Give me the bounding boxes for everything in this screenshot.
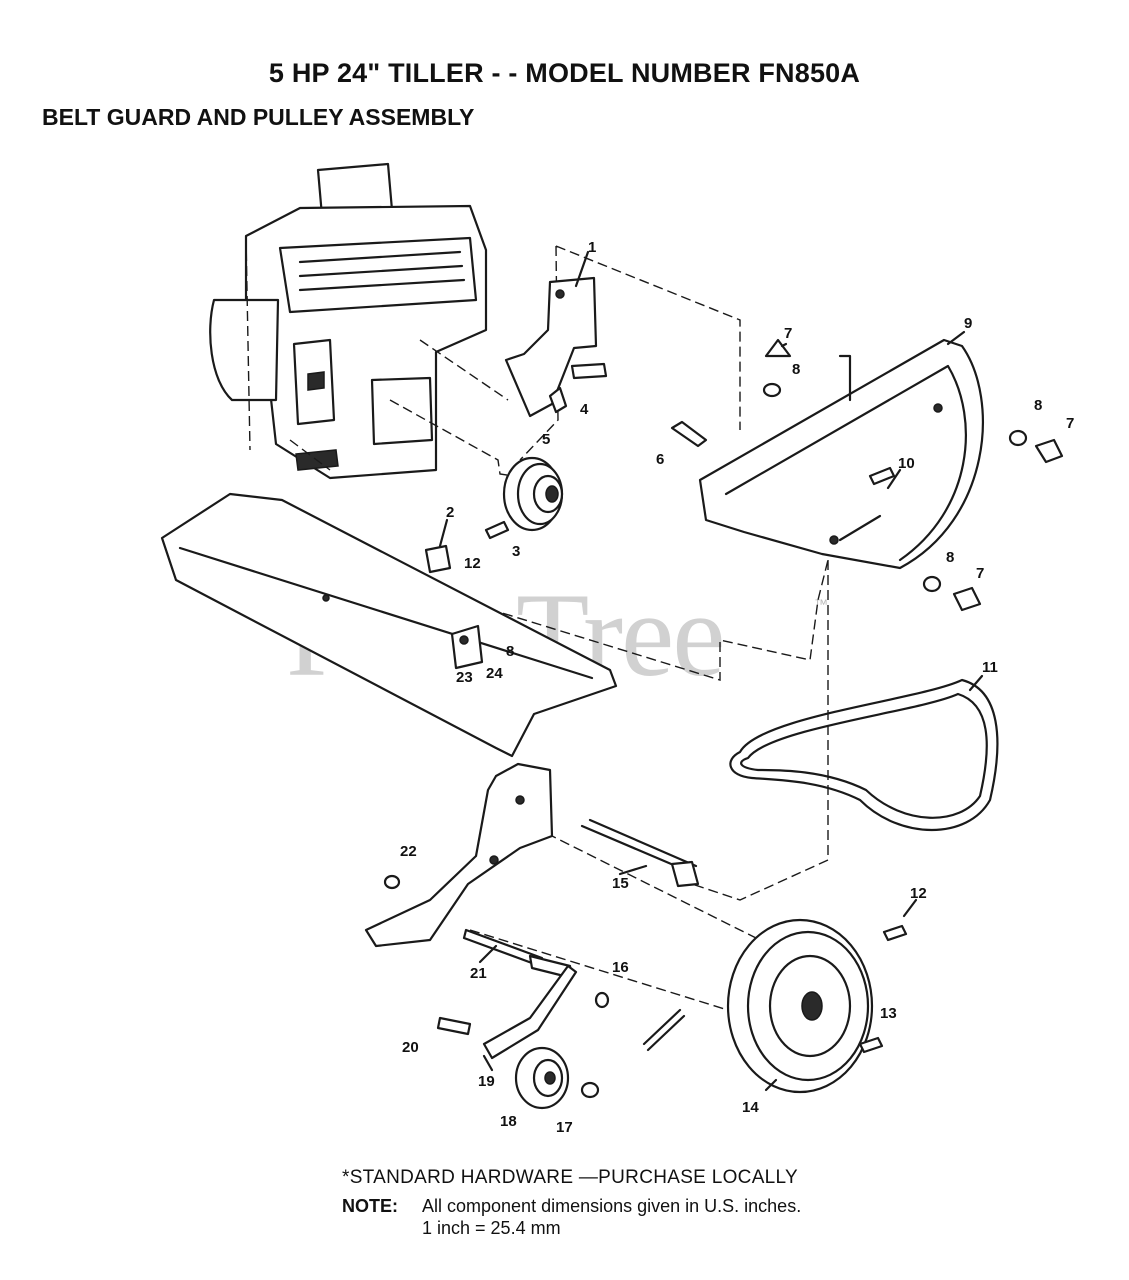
callout-19: 19 [478,1073,495,1090]
tine-shield [160,492,618,758]
callout-12-upper: 12 [464,555,481,572]
callout-20: 20 [402,1039,419,1056]
callout-5: 5 [542,431,551,448]
callout-22: 22 [400,843,417,860]
unit-conversion-note: 1 inch = 25.4 mm [422,1218,561,1238]
bracket-part-1 [504,245,741,461]
callout-1: 1 [588,239,597,256]
callout-13: 13 [880,1005,897,1022]
callout-7-right: 7 [1066,415,1075,432]
callout-leader-lines [438,250,984,1092]
note-label: NOTE: [342,1196,398,1216]
standard-hardware-note: *STANDARD HARDWARE —PURCHASE LOCALLY [342,1167,798,1188]
callout-11: 11 [982,659,998,676]
callout-8-bottom: 8 [946,549,955,566]
callout-3: 3 [512,543,521,560]
callout-14: 14 [742,1099,759,1116]
belt-guard-part-9 [670,338,984,570]
callout-23: 23 [456,669,473,686]
callout-8-right: 8 [1034,397,1043,414]
callout-17: 17 [556,1119,573,1136]
drive-belt-part-11 [729,678,999,832]
page-title: 5 HP 24" TILLER - - MODEL NUMBER FN850A [268,58,861,88]
callout-15: 15 [612,875,629,892]
callout-8-shield: 8 [506,643,515,660]
callout-16: 16 [612,959,629,976]
callout-24: 24 [486,665,503,682]
callout-21: 21 [470,965,487,982]
note-text: All component dimensions given in U.S. i… [422,1196,802,1216]
callout-8-top: 8 [792,361,801,378]
callout-12-lower: 12 [910,885,927,902]
idler-bracket-assembly [364,762,700,1110]
callout-2: 2 [446,504,455,521]
callout-6: 6 [656,451,665,468]
callout-7-top: 7 [784,325,793,342]
engine-pulley-part-3 [484,456,564,540]
callout-4: 4 [580,401,589,418]
drive-pulley-part-14 [726,918,908,1094]
callout-18: 18 [500,1113,517,1130]
dimension-note: NOTE: All component dimensions given in U… [342,1196,801,1217]
cap-nuts-and-washers [762,338,1064,612]
assembly-subtitle: BELT GUARD AND PULLEY ASSEMBLY [42,104,475,130]
engine-illustration [209,162,488,480]
callout-9: 9 [964,315,973,332]
callout-7-bottom: 7 [976,565,985,582]
callout-10: 10 [898,455,915,472]
